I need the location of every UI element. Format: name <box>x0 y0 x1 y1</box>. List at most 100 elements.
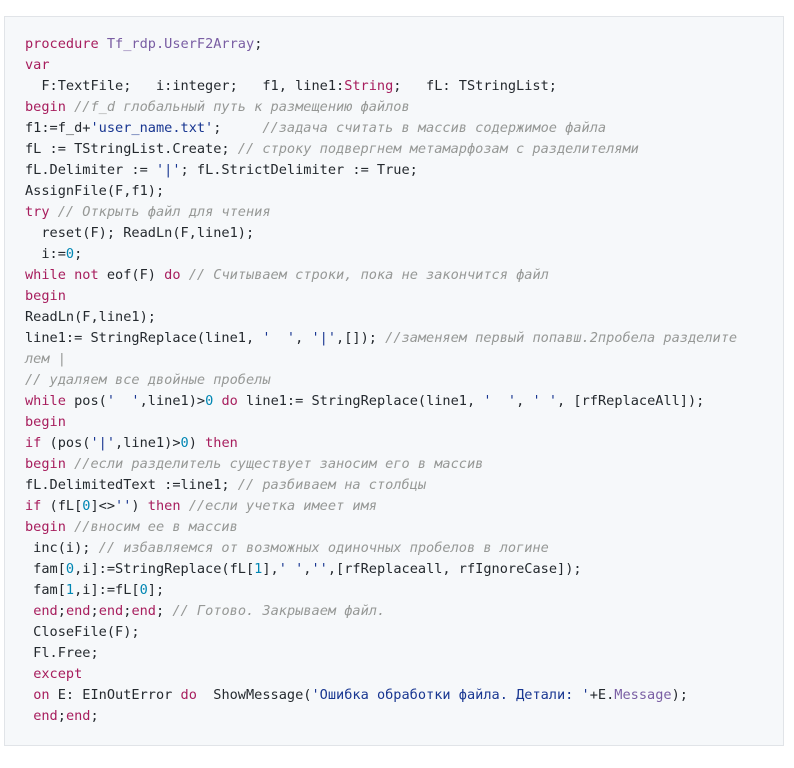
code-token: 0 <box>180 435 189 451</box>
code-token: ); <box>671 687 688 703</box>
code-token <box>25 666 33 682</box>
code-line: reset(F); ReadLn(F,line1); <box>25 223 783 244</box>
code-token: , <box>303 561 312 577</box>
code-token <box>66 456 74 472</box>
code-line: begin <box>25 412 783 433</box>
code-token: fL := TStringList.Create; <box>25 141 238 157</box>
code-token: ; <box>254 36 263 52</box>
code-token: Fl.Free; <box>25 645 99 661</box>
code-token <box>181 267 189 283</box>
code-line: try // Открыть файл для чтения <box>25 202 783 223</box>
code-token: ' ' <box>106 393 140 409</box>
code-token: // удаляем все двойные пробелы <box>25 372 271 388</box>
code-token: 0 <box>205 393 214 409</box>
code-token: // Открыть файл для чтения <box>57 204 271 220</box>
code-token: on <box>33 687 50 703</box>
code-token: ,i]:=fL[ <box>74 582 140 598</box>
code-token: except <box>33 666 83 682</box>
code-line: begin <box>25 286 783 307</box>
code-token: //вносим ее в массив <box>74 519 238 535</box>
code-token: begin <box>25 99 66 115</box>
code-line: // удаляем все двойные пробелы <box>25 370 783 391</box>
code-token: //если учетка имеет имя <box>188 498 377 514</box>
code-token: // избавляемся от возможных одиночных пр… <box>98 540 549 556</box>
code-token <box>25 603 33 619</box>
code-token: String <box>344 78 394 94</box>
code-token: '' <box>115 498 132 514</box>
code-token: begin <box>25 456 66 472</box>
code-token: while <box>25 393 66 409</box>
code-line: f1:=f_d+'user_name.txt'; //задача считат… <box>25 118 783 139</box>
code-token: do <box>180 687 197 703</box>
code-token: fam[ <box>25 582 66 598</box>
code-line: begin //f_d глобальный путь к размещению… <box>25 97 783 118</box>
code-token: end <box>33 603 58 619</box>
code-token: ; <box>156 603 173 619</box>
code-token: ) <box>188 435 206 451</box>
code-line: лем | <box>25 349 783 370</box>
code-line: inc(i); // избавляемся от возможных один… <box>25 538 783 559</box>
code-token: ; <box>213 120 263 136</box>
code-token: , <box>295 330 312 346</box>
code-line: if (fL[0]<>'') then //если учетка имеет … <box>25 496 783 517</box>
code-token: 0 <box>139 582 148 598</box>
code-token: 'user_name.txt' <box>90 120 214 136</box>
code-line: end;end;end;end; // Готово. Закрываем фа… <box>25 601 783 622</box>
code-token: , <box>516 393 533 409</box>
code-token: then <box>147 498 181 514</box>
code-line: begin //вносим ее в массив <box>25 517 783 538</box>
code-token: '|' <box>311 330 337 346</box>
code-line: if (pos('|',line1)>0) then <box>25 433 783 454</box>
code-token <box>50 204 58 220</box>
code-token: end <box>65 708 91 724</box>
code-token <box>66 267 74 283</box>
code-token: begin <box>25 519 66 535</box>
code-line: CloseFile(F); <box>25 622 783 643</box>
code-token: // разбиваем на столбцы <box>237 477 427 493</box>
code-token: '' <box>311 561 328 577</box>
code-token: begin <box>25 288 66 304</box>
code-line: procedure Tf_rdp.UserF2Array; <box>25 34 783 55</box>
code-token: 1 <box>65 582 75 598</box>
code-token: ' ' <box>483 393 517 409</box>
code-token: ReadLn(F,line1); <box>25 309 156 325</box>
code-token: line1:= StringReplace(line1, <box>237 393 484 409</box>
code-block: procedure Tf_rdp.UserF2Array;var F:TextF… <box>4 16 784 746</box>
code-token: +E. <box>589 687 615 703</box>
code-token: ; <box>57 708 66 724</box>
code-token: ; <box>123 603 132 619</box>
code-line: on E: EInOutError do ShowMessage('Ошибка… <box>25 685 783 706</box>
code-token <box>181 498 189 514</box>
code-token <box>25 708 33 724</box>
code-token: // строку подвергнем метамарфозам с разд… <box>237 141 639 157</box>
code-token: ; fL: TStringList; <box>393 78 557 94</box>
code-line: except <box>25 664 783 685</box>
code-token: ,i]:=StringReplace(fL[ <box>74 561 255 577</box>
code-token <box>25 687 33 703</box>
code-token: ' ' <box>262 330 296 346</box>
code-token: fL.DelimitedText :=line1; <box>25 477 238 493</box>
code-lines: procedure Tf_rdp.UserF2Array;var F:TextF… <box>5 17 783 727</box>
code-token: not <box>74 267 99 283</box>
code-token: 0 <box>65 561 75 577</box>
code-line: F:TextFile; i:integer; f1, line1:String;… <box>25 76 783 97</box>
code-token: Message <box>614 687 672 703</box>
code-token: reset(F); ReadLn(F,line1); <box>25 225 255 241</box>
code-token: fL.Delimiter := <box>25 162 156 178</box>
code-token: //задача считать в массив содержимое фай… <box>262 120 607 136</box>
code-line: fam[0,i]:=StringReplace(fL[1],' ','',[rf… <box>25 559 783 580</box>
code-token: ShowMessage( <box>196 687 312 703</box>
code-token: //если разделитель существует заносим ег… <box>74 456 484 472</box>
code-token: 0 <box>65 246 75 262</box>
code-token: ; <box>74 246 83 262</box>
code-token: 0 <box>82 498 91 514</box>
code-line: while pos(' ',line1)>0 do line1:= String… <box>25 391 783 412</box>
code-token: ,[rfReplaceall, rfIgnoreCase]); <box>327 561 582 577</box>
code-token: end <box>131 603 156 619</box>
code-token: F:TextFile; i:integer; f1, line1: <box>25 78 345 94</box>
code-token: ,line1)> <box>139 393 206 409</box>
code-token: ; fL.StrictDelimiter := True; <box>180 162 418 178</box>
code-line: AssignFile(F,f1); <box>25 181 783 202</box>
code-token: ; <box>57 603 66 619</box>
code-token: if <box>25 435 42 451</box>
